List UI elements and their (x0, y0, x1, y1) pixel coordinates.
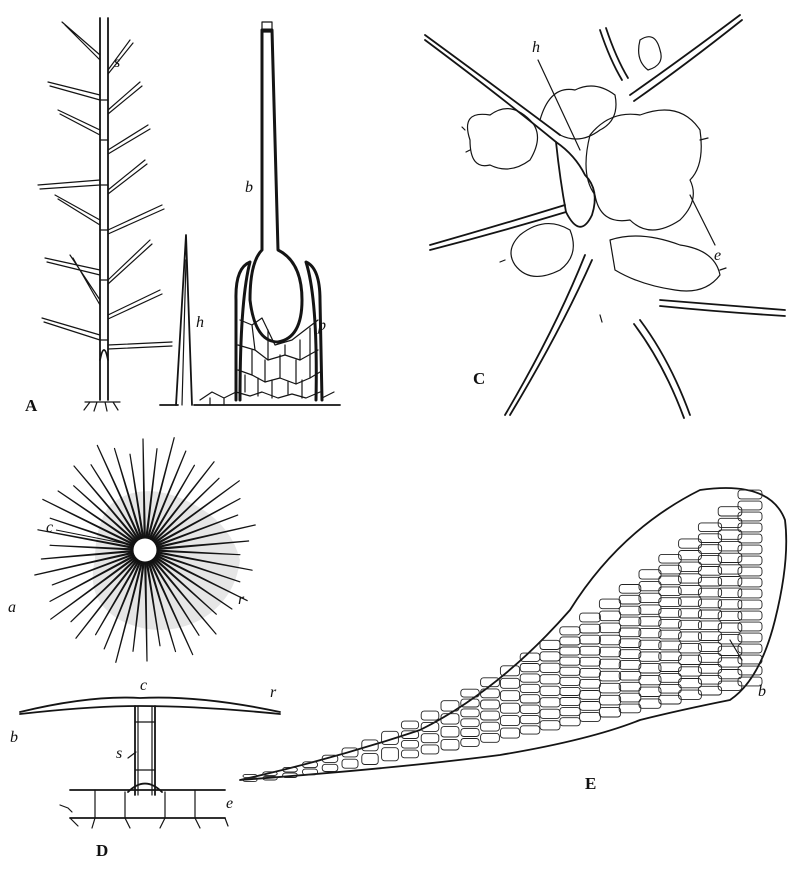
caption-a: A (25, 397, 37, 414)
figure-a-bulbous-hair (160, 22, 340, 405)
caption-e: E (585, 775, 596, 792)
label-e-b: b (758, 684, 766, 700)
label-a-s: s (114, 55, 120, 71)
label-d-c-bottom: c (140, 678, 147, 694)
label-d-a: a (8, 600, 16, 616)
label-c-e: e (714, 248, 721, 264)
figure-a-spine-h (176, 235, 192, 405)
figure-c-stellate-cell (425, 15, 785, 418)
label-d-r-bottom: r (270, 685, 276, 701)
label-c-h: h (532, 40, 540, 56)
label-d-r-top: r (238, 592, 244, 608)
label-d-e: e (226, 796, 233, 812)
figure-d-rosette-scale (35, 438, 255, 663)
figure-a-branched-hair (38, 18, 172, 411)
label-d-s: s (116, 746, 122, 762)
label-d-b: b (10, 730, 18, 746)
label-a-p: p (318, 318, 326, 334)
figure-e-elongated-hair (240, 488, 786, 782)
label-d-c-top: c (46, 520, 53, 536)
label-a-b: b (245, 180, 253, 196)
caption-c: C (473, 370, 485, 387)
caption-d: D (96, 842, 108, 859)
label-a-h: h (196, 315, 204, 331)
figure-d-section (20, 698, 280, 828)
